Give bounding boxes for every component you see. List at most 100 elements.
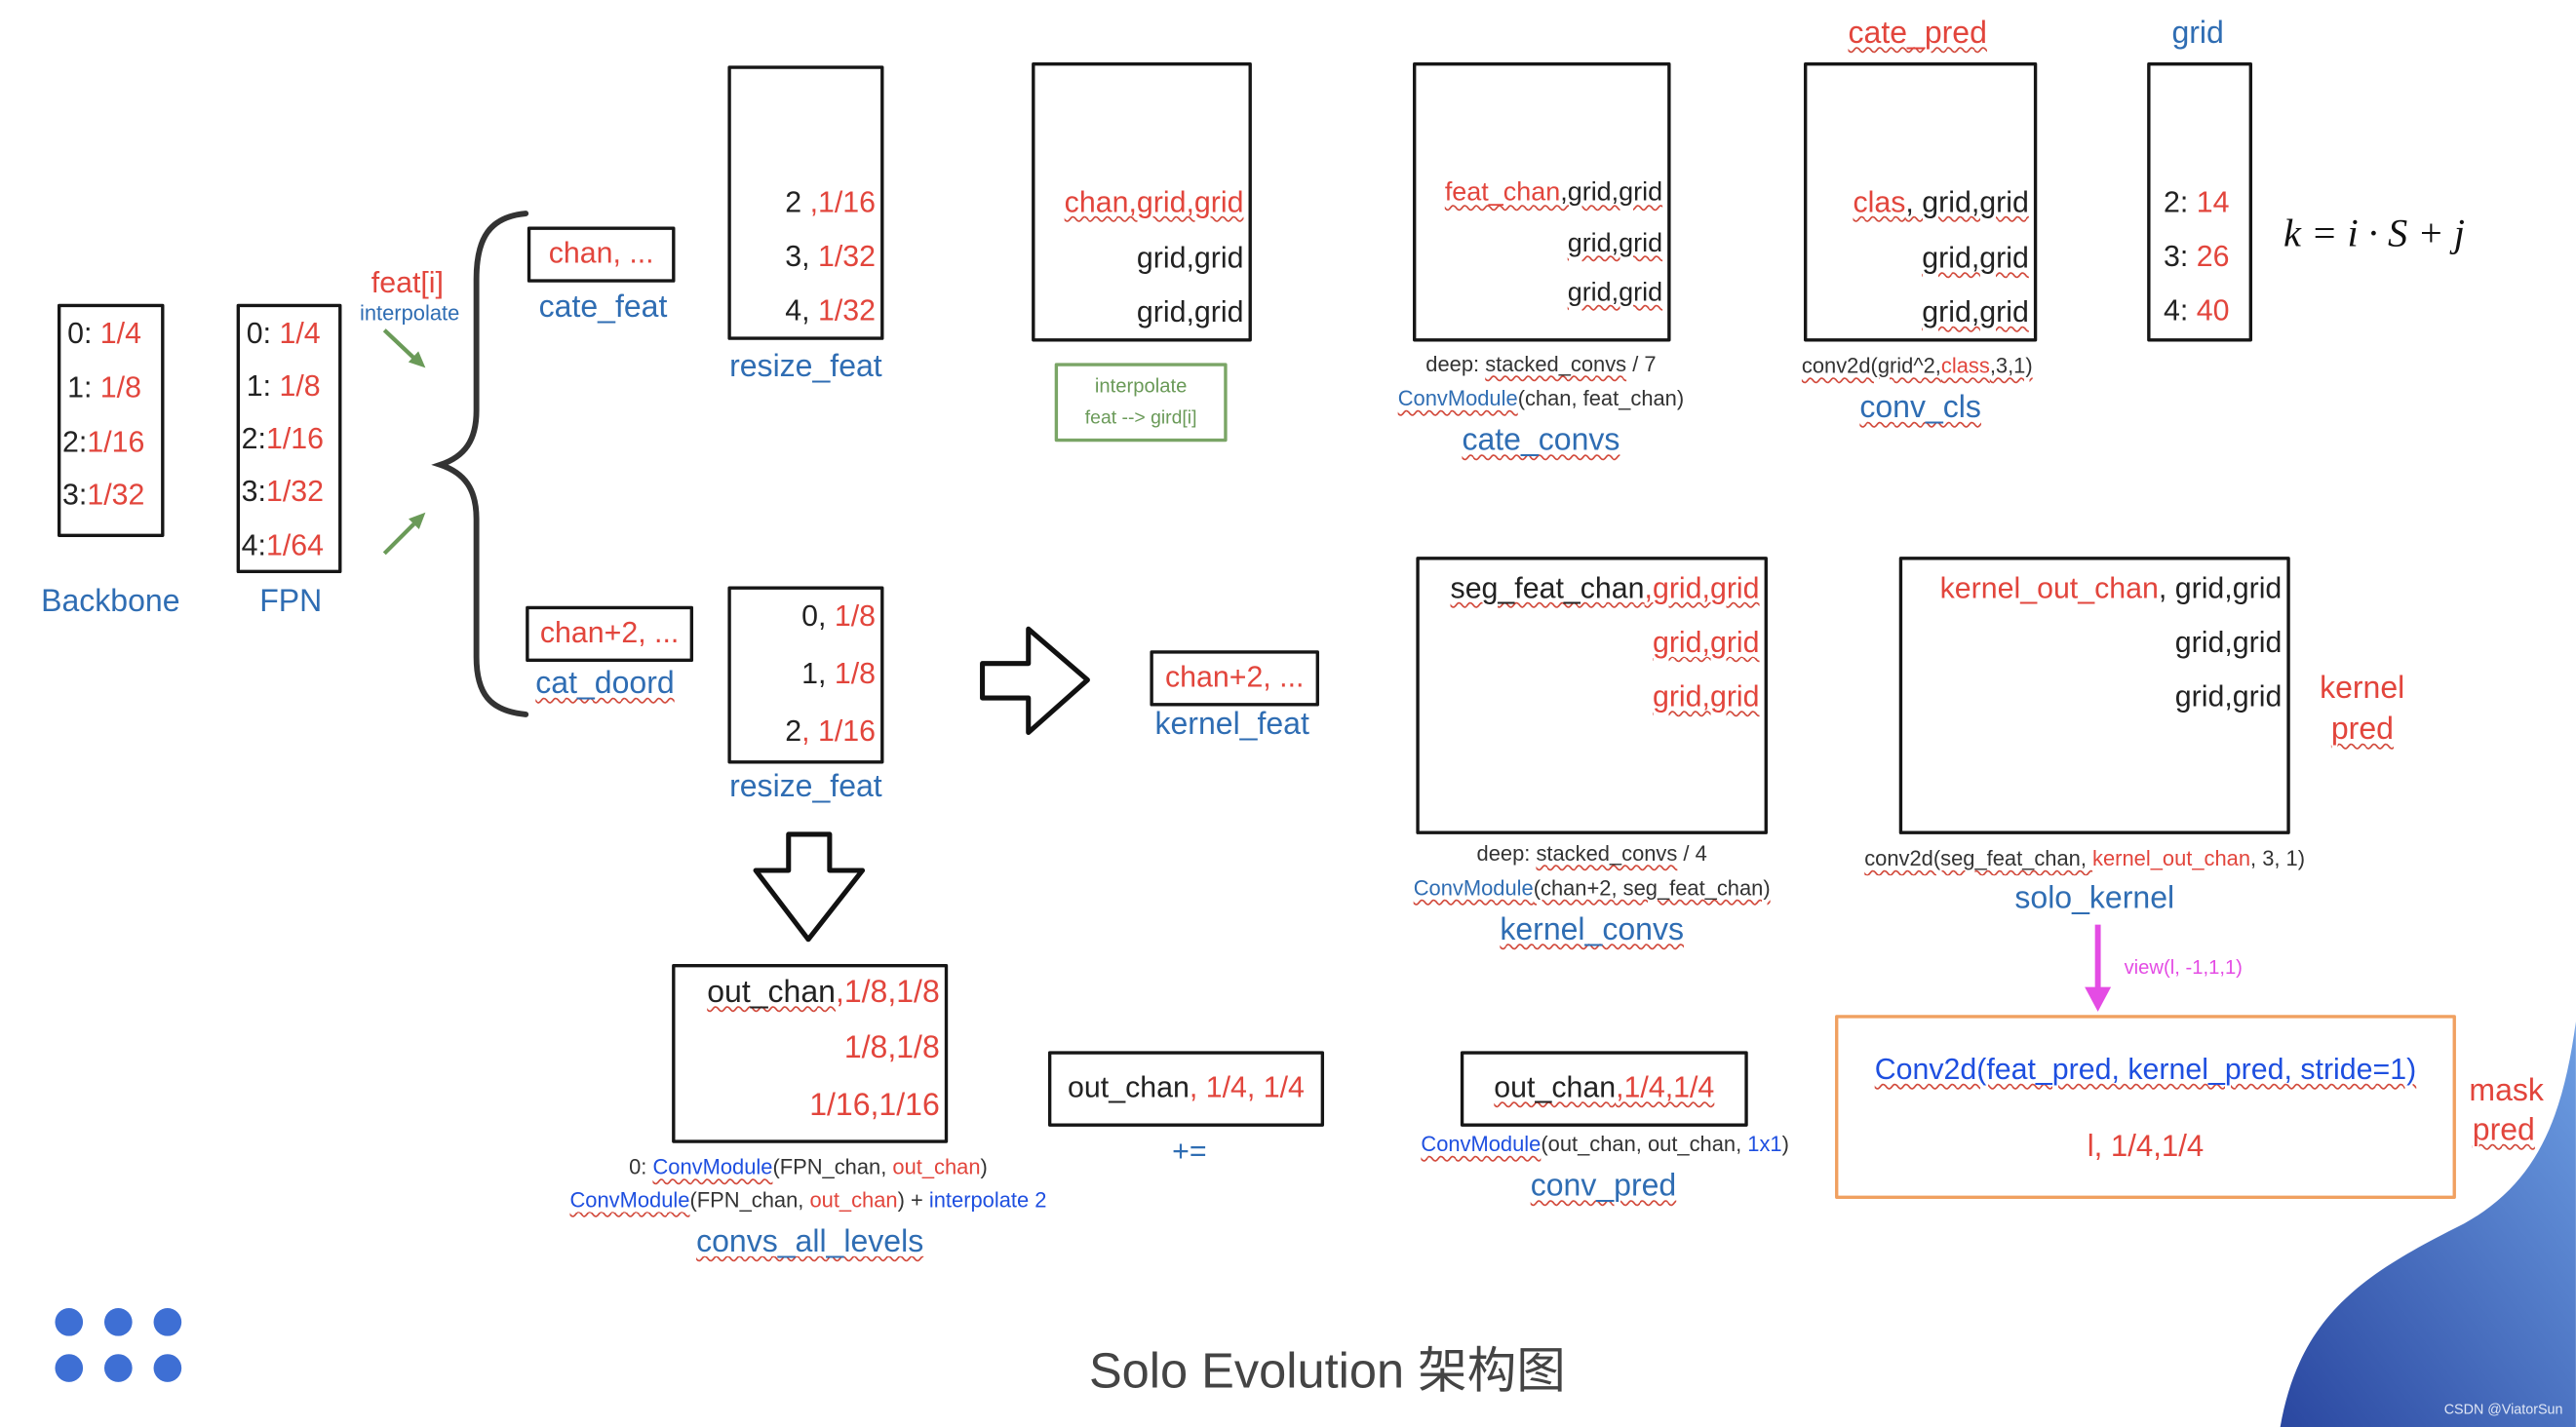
- dot: [153, 1354, 182, 1382]
- out-chan-text: out_chan: [892, 1154, 981, 1179]
- resize-level: 1, 1/8: [731, 657, 880, 692]
- out-chan-text: out_chan: [707, 975, 836, 1011]
- interpolate-note-box: interpolate feat --> gird[i]: [1054, 363, 1228, 443]
- level-index: 4,: [785, 293, 819, 328]
- hollow-down-arrow: [753, 831, 866, 943]
- corner-wave: [2280, 1022, 2576, 1427]
- fpn-label: FPN: [259, 584, 323, 620]
- class-text: class: [1940, 353, 1990, 378]
- convs-all-levels-box: out_chan,1/8,1/8 1/8,1/8 1/16,1/16: [672, 964, 949, 1143]
- seg-feat-chan-text: seg_feat_chan: [1450, 571, 1645, 605]
- conv2d-prefix: conv2d(seg_feat_chan,: [1864, 845, 2093, 870]
- conv-pred-box: out_chan,1/4,1/4: [1460, 1051, 1748, 1127]
- level-index: 3,: [785, 239, 819, 273]
- grid-level: 4: 40: [2151, 294, 2249, 329]
- resize-feat-kernel-box: 0, 1/8 1, 1/8 2, 1/16: [727, 586, 884, 764]
- convs-all-levels-note-2: ConvModule(FPN_chan, out_chan) + interpo…: [569, 1187, 1046, 1213]
- kernel-convs-row: grid,grid: [1652, 625, 1760, 659]
- level-index: 2:: [62, 425, 88, 459]
- conv-cls-label: conv_cls: [1859, 391, 1981, 426]
- mask-pred-shape: l, 1/4,1/4: [2087, 1128, 2205, 1163]
- dot: [103, 1354, 133, 1382]
- backbone-box: 0: 1/4 1: 1/8 2:1/16 3:1/32: [57, 303, 165, 537]
- backbone-level: 0: 1/4: [60, 317, 161, 352]
- cat-doord-label: cat_doord: [535, 667, 675, 702]
- backbone-level: 1: 1/8: [60, 371, 161, 406]
- kernel-convs-module: ConvModule(chan+2, seg_feat_chan): [1414, 875, 1771, 901]
- level-index: 2: [785, 185, 810, 219]
- clas-text: clas: [1853, 185, 1906, 219]
- grid-size: 26: [2196, 239, 2230, 273]
- cat-doord-box: chan+2, ...: [526, 605, 694, 663]
- level-stride: 1/64: [265, 528, 325, 562]
- level-index: 2:: [241, 422, 266, 455]
- kernel-size-text: 1x1: [1747, 1131, 1782, 1157]
- feat-chan-text: feat_chan: [1444, 178, 1561, 208]
- resize-feat-cate-label: resize_feat: [729, 349, 882, 385]
- level-stride: , 1/16: [801, 714, 877, 748]
- conv-pred-value: out_chan,1/4,1/4: [1464, 1071, 1744, 1106]
- arrow-to-cate-feat: [382, 328, 426, 368]
- conv-cls-row: grid,grid: [1922, 241, 2029, 275]
- grid-interp-box: chan,grid,grid grid,grid grid,grid: [1032, 62, 1252, 342]
- fpn-level: 1: 1/8: [240, 369, 338, 405]
- out-chan-text: out_chan: [809, 1187, 898, 1213]
- depth-prefix: deep:: [1425, 351, 1486, 376]
- depth-value: / 4: [1677, 840, 1707, 866]
- resize-feat-kernel-label: resize_feat: [729, 770, 882, 805]
- grid-size: 40: [2196, 293, 2230, 328]
- feat-i-label: feat[i]: [371, 265, 444, 299]
- kernel-feat-box: chan+2, ...: [1150, 650, 1319, 707]
- resize-level: 0, 1/8: [731, 599, 880, 635]
- grid-dims-text: , grid,grid: [1905, 185, 2029, 219]
- solo-kernel-box: kernel_out_chan, grid,grid grid,grid gri…: [1898, 557, 2290, 834]
- backbone-level: 3:1/32: [60, 478, 161, 513]
- dot: [103, 1308, 133, 1336]
- level-index: 4:: [2164, 293, 2197, 328]
- grid-interp-row: grid,grid: [1136, 295, 1244, 328]
- conv2d-suffix: ,3,1): [1989, 353, 2033, 378]
- dot: [55, 1354, 84, 1382]
- convmodule-text: ConvModule: [1421, 1131, 1542, 1157]
- fpn-level: 2:1/16: [240, 422, 338, 457]
- level-stride: 1/8: [834, 656, 877, 690]
- level-index: 0:: [67, 317, 100, 350]
- grid-dims-text: , grid,grid: [2158, 571, 2283, 605]
- convs-all-levels-label: convs_all_levels: [696, 1224, 924, 1260]
- cate-convs-module: ConvModule(chan, feat_chan): [1398, 386, 1684, 411]
- level-zero-prefix: 0:: [629, 1154, 653, 1179]
- level-index: 1,: [801, 656, 835, 690]
- kernel-pred-label-1: kernel: [2320, 672, 2405, 707]
- conv-cls-row: clas, grid,grid: [1807, 185, 2034, 220]
- view-arrow: [2085, 924, 2112, 1012]
- dot: [153, 1308, 182, 1336]
- convmodule-close: ): [980, 1154, 988, 1179]
- convmodule-close: ) +: [897, 1187, 929, 1213]
- backbone-label: Backbone: [41, 584, 180, 620]
- feature-sum-box: out_chan, 1/4, 1/4: [1047, 1051, 1325, 1127]
- index-formula: k = i · S + j: [2283, 213, 2466, 256]
- kernel-convs-row: grid,grid: [1652, 679, 1760, 714]
- resize-level: 4, 1/32: [731, 294, 880, 329]
- solo-kernel-conv: conv2d(seg_feat_chan, kernel_out_chan, 3…: [1864, 846, 2305, 871]
- resize-feat-cate-box: 2 ,1/16 3, 1/32 4, 1/32: [727, 65, 884, 340]
- conv-pred-note: ConvModule(out_chan, out_chan, 1x1): [1421, 1132, 1789, 1157]
- stacked-convs-text: stacked_convs: [1485, 351, 1627, 376]
- cate-feat-value: chan, ...: [548, 236, 654, 270]
- fpn-level: 4:1/64: [240, 529, 338, 564]
- grid-interp-row: grid,grid: [1136, 241, 1244, 275]
- level-stride: 1/4: [99, 317, 141, 350]
- level-index: 3:: [241, 474, 266, 508]
- convmodule-text: ConvModule: [1413, 875, 1534, 901]
- fpn-box: 0: 1/4 1: 1/8 2:1/16 3:1/32 4:1/64: [236, 303, 342, 574]
- grid-dims-text: ,grid,grid: [1644, 571, 1760, 605]
- hollow-right-arrow: [980, 626, 1090, 735]
- convmodule-text: ConvModule: [652, 1154, 773, 1179]
- convmodule-args: (out_chan, out_chan,: [1541, 1131, 1748, 1157]
- convmodule-text: ConvModule: [1397, 385, 1518, 411]
- convmodule-args: (FPN_chan,: [689, 1187, 810, 1213]
- level-stride: 1/16: [265, 422, 325, 455]
